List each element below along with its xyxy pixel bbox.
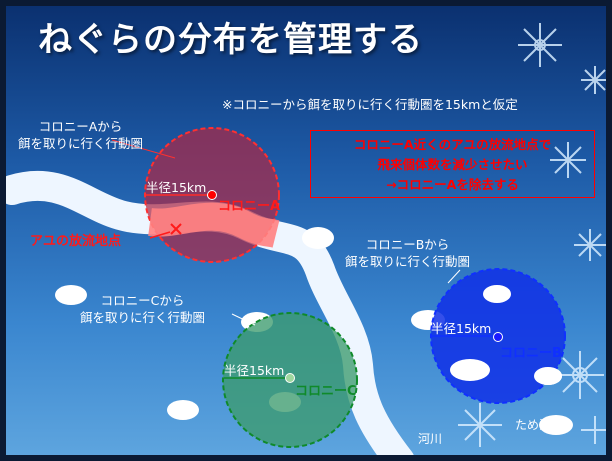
- callout-line-2: 飛来個体数を減少させたい: [377, 157, 528, 172]
- colony-a-point: [207, 190, 217, 200]
- colony-b-point: [493, 332, 503, 342]
- assumption-note: ※コロニーから餌を取りに行く行動圏を15kmと仮定: [222, 97, 518, 112]
- callout-box: コロニーA近くのアユの放流地点で 飛来個体数を減少させたい →コロニーAを除去す…: [310, 130, 595, 198]
- colony-c-name: コロニーC: [295, 384, 357, 399]
- colony-c-point: [285, 373, 295, 383]
- colony-a-name: コロニーA: [218, 199, 281, 214]
- release-point-icon: [170, 223, 182, 235]
- snowflake-icon: [458, 23, 609, 447]
- colony-b-radius-label: 半径15km: [431, 321, 492, 336]
- callout-line-3: →コロニーAを除去する: [386, 177, 519, 192]
- colony-a-range-label: コロニーAから 餌を取りに行く行動圏: [18, 118, 143, 152]
- river-segment: [148, 202, 280, 248]
- pond-label: ため池: [515, 418, 552, 432]
- page-title: ねぐらの分布を管理する: [38, 20, 423, 60]
- callout-line-1: コロニーA近くのアユの放流地点で: [353, 137, 552, 152]
- colony-b-range-label-text: コロニーBから 餌を取りに行く行動圏: [345, 237, 471, 269]
- colony-b-range-label: コロニーBから 餌を取りに行く行動圏: [345, 236, 470, 270]
- colony-a-radius-label: 半径15km: [146, 180, 207, 195]
- colony-c-radius-label: 半径15km: [224, 363, 285, 378]
- colony-c-range-label-text: コロニーCから 餌を取りに行く行動圏: [80, 293, 206, 325]
- colony-b-name: コロニーB: [500, 346, 562, 361]
- release-point-label: アユの放流地点: [30, 234, 122, 249]
- river-label: 河川: [418, 432, 443, 446]
- colony-a-range-label-text: コロニーAから 餌を取りに行く行動圏: [18, 119, 144, 151]
- colony-c-range-label: コロニーCから 餌を取りに行く行動圏: [80, 292, 205, 326]
